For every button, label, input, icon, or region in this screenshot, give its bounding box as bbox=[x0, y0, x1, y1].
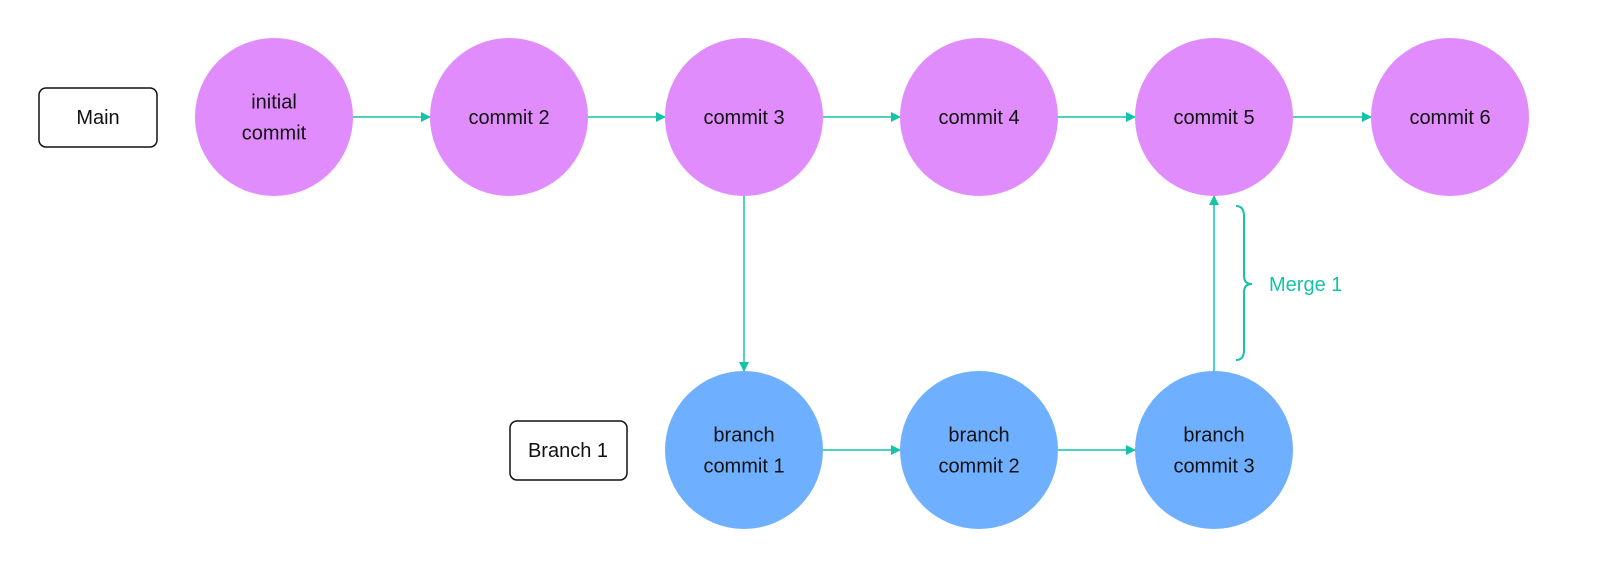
main-commit-node-6-label-line-1: commit 6 bbox=[1409, 107, 1490, 129]
branch-commit-node-1-label-line-1: branch bbox=[713, 425, 774, 447]
edges bbox=[353, 112, 1372, 455]
branch-commit-node-3: branch commit 3 bbox=[1135, 371, 1293, 529]
main-commit-node-6: commit 6 bbox=[1371, 38, 1529, 196]
main-commit-node-2: commit 2 bbox=[430, 38, 588, 196]
merge-brace bbox=[1235, 205, 1253, 361]
branch-commit-node-3-label-line-1: branch bbox=[1183, 425, 1244, 447]
main-commit-node-5-label-line-1: commit 5 bbox=[1173, 107, 1254, 129]
branch-label-box: Branch 1 bbox=[509, 420, 628, 481]
main-commit-node-2-label-line-1: commit 2 bbox=[468, 107, 549, 129]
main-commit-node-5-circle bbox=[1135, 38, 1293, 196]
branch-commit-node-2: branch commit 2 bbox=[900, 371, 1058, 529]
main-commit-node-3-circle bbox=[665, 38, 823, 196]
main-commits: initial commit commit 2 commit 3 commit 4 com… bbox=[195, 38, 1529, 196]
merge-label: Merge 1 bbox=[1269, 274, 1342, 296]
branch-label: Branch 1 bbox=[528, 440, 608, 462]
branch-commit-node-1-circle bbox=[665, 371, 823, 529]
merge-annotation: Merge 1 bbox=[1235, 205, 1342, 361]
main-commit-node-1-label-line-1: initial bbox=[251, 92, 297, 114]
main-commit-node-3: commit 3 bbox=[665, 38, 823, 196]
branch-commit-node-2-label-line-1: branch bbox=[948, 425, 1009, 447]
branch-commits: branch commit 1 branch commit 2 branch commit… bbox=[665, 371, 1293, 529]
main-label-box: Main bbox=[38, 87, 158, 148]
main-commit-node-6-circle bbox=[1371, 38, 1529, 196]
branch-commit-node-3-label-line-2: commit 3 bbox=[1173, 456, 1254, 478]
main-commit-node-1-circle bbox=[195, 38, 353, 196]
main-commit-node-5: commit 5 bbox=[1135, 38, 1293, 196]
main-commit-node-2-circle bbox=[430, 38, 588, 196]
main-commit-node-1-label-line-2: commit bbox=[242, 123, 307, 145]
main-commit-node-4-circle bbox=[900, 38, 1058, 196]
main-commit-node-4: commit 4 bbox=[900, 38, 1058, 196]
main-commit-node-1: initial commit bbox=[195, 38, 353, 196]
main-label: Main bbox=[76, 107, 119, 129]
branch-commit-node-2-circle bbox=[900, 371, 1058, 529]
main-commit-node-3-label-line-1: commit 3 bbox=[703, 107, 784, 129]
branch-commit-node-1-label-line-2: commit 1 bbox=[703, 456, 784, 478]
branch-commit-node-1: branch commit 1 bbox=[665, 371, 823, 529]
branch-commit-node-2-label-line-2: commit 2 bbox=[938, 456, 1019, 478]
branch-commit-node-3-circle bbox=[1135, 371, 1293, 529]
main-commit-node-4-label-line-1: commit 4 bbox=[938, 107, 1019, 129]
